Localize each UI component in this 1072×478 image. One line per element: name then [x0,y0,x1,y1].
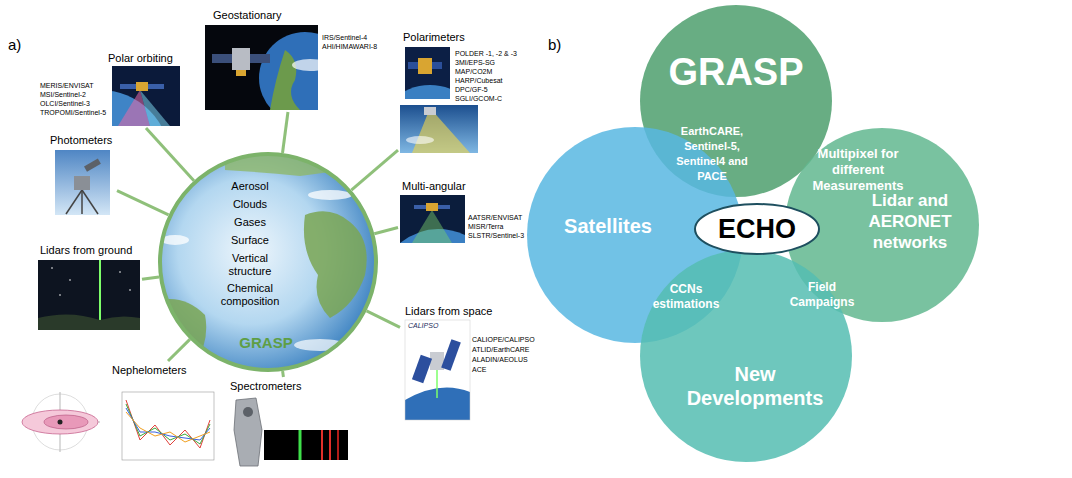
group-heading: Geostationary [213,9,281,22]
spoke-line [374,228,398,234]
instrument-name: ALADIN/AEOLUS [472,356,528,364]
spoke-connector [168,339,190,361]
circle-title: Lidar and AERONET networks [855,190,965,253]
spoke-connector [142,277,159,279]
property-item: Gases [210,216,290,229]
group-heading: Lidars from ground [40,244,132,257]
instrument-group: Polar orbitingMERIS/ENVISATMSI/Sentinel-… [37,49,183,128]
circle-title: Satellites [548,214,668,238]
overlap-label: Field Campaigns [780,280,864,310]
overlap-label: CCNs estimations [644,282,728,312]
instrument-name: MISR/Terra [468,223,503,231]
spoke-line [351,150,398,190]
panel-label: b) [548,36,561,54]
group-heading: Nephelometers [112,364,187,377]
instrument-group: Photometers [47,131,117,217]
instrument-group: GeostationaryIRS/Sentinel-4AHI/HIMAWARI-… [205,6,385,112]
spoke-connector [146,128,194,181]
spoke-line [367,311,400,328]
group-heading: Polarimeters [403,31,465,44]
instrument-name: TROPOMI/Sentinel-5 [40,109,106,117]
spoke-connector [283,112,288,153]
center-title: GRASP [216,334,316,352]
spoke-connector [282,371,284,377]
spoke-line [168,339,190,361]
overlap-label: EarthCARE, Sentinel-5, Sentinel4 and PAC… [669,124,755,184]
spoke-line [283,112,288,153]
circle-shape [160,154,376,370]
panel-label: a) [8,36,21,54]
overlap-label: Multipixel for different Measurements [808,146,908,194]
instrument-name: DPC/GF-5 [455,86,488,94]
instrument-name: OLCI/Sentinel-3 [40,100,90,108]
instrument-name: MERIS/ENVISAT [40,82,94,90]
property-item: Vertical structure [210,252,290,278]
instrument-name: SLSTR/Sentinel-3 [468,232,524,240]
property-item: Clouds [210,198,290,211]
spoke-line [146,128,194,181]
instrument-name: AATSR/ENVISAT [468,214,522,222]
instrument-name: MAP/CO2M [455,68,492,76]
instrument-name: HARP/Cubesat [455,77,502,85]
instrument-name: POLDER -1, -2 & -3 [455,50,517,58]
spoke-connector [117,191,169,215]
instrument-group: Lidars from ground [36,241,142,332]
instrument-name: SGLI/GCOM-C [455,95,502,103]
instrument-name: CALIOPE/CALIPSO [472,336,535,344]
spoke-line [142,277,159,279]
instrument-group: Lidars from spaceCALIOPE/CALIPSO ATLID/Ea… [400,302,538,421]
instrument-name: MSI/Sentinel-2 [40,91,86,99]
instrument-name: AHI/HIMAWARI-8 [322,43,377,51]
group-heading: Photometers [50,134,112,147]
circle-title: New Developments [680,362,830,410]
ellipse-title: ECHO [702,213,812,245]
property-item: Surface [210,234,290,247]
group-heading: Lidars from space [405,305,492,318]
ellipse-shape [695,204,819,254]
instrument-name: 3MI/EPS-SG [455,59,495,67]
instrument-group: Nephelometers [18,361,216,462]
circle-title: GRASP [651,50,821,94]
spoke-connector [367,311,400,328]
instrument-name: ACE [472,366,486,374]
property-item: Aerosol [210,180,290,193]
image-caption: CALIPSO [408,322,438,330]
group-heading: Spectrometers [230,380,302,393]
instrument-name: IRS/Sentinel-4 [322,34,367,42]
group-heading: Multi-angular [402,180,466,193]
center-ellipse: ECHO [694,203,820,255]
center-circle: AerosolCloudsGasesSurfaceVertical struct… [158,152,378,372]
instrument-name: ATLID/EarthCARE [472,346,529,354]
property-item: Chemical composition [210,282,290,308]
group-heading: Polar orbiting [108,52,173,65]
spoke-line [117,191,169,215]
spoke-connector [374,228,398,234]
instrument-group: PolarimetersPOLDER -1, -2 & -33MI/EPS-SG… [398,28,534,155]
spoke-connector [351,150,398,190]
spoke-line [281,371,285,377]
instrument-group: Multi-angularAATSR/ENVISATMISR/TerraSLST… [398,177,530,243]
instrument-group: Spectrometers [227,377,352,468]
